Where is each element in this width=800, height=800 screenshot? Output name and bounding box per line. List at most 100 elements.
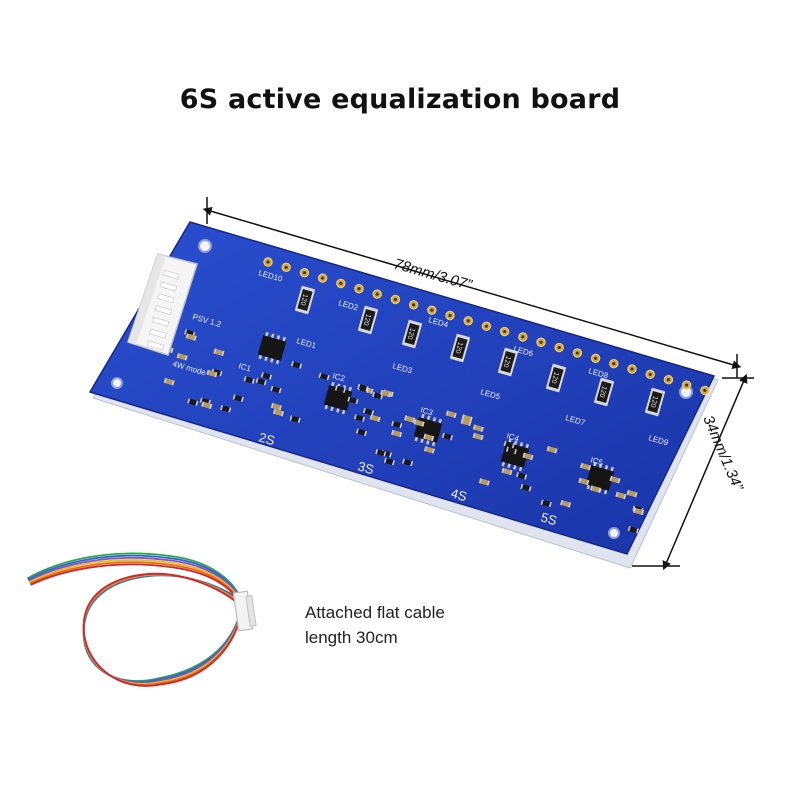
smd-part xyxy=(357,383,369,392)
ic-body xyxy=(585,465,615,491)
pad-hole xyxy=(575,351,580,355)
smd-body xyxy=(405,415,415,423)
smd-part xyxy=(232,394,244,402)
smd-end xyxy=(184,355,188,361)
smd-body xyxy=(442,433,452,441)
smd-part xyxy=(441,432,453,441)
mounting-hole xyxy=(608,527,620,539)
smd-part xyxy=(520,483,532,492)
smd-end xyxy=(270,385,274,392)
mounting-hole xyxy=(111,377,123,389)
cable-caption: Attached flat cable length 30cm xyxy=(305,600,445,650)
smd-end xyxy=(251,378,255,384)
smd-body xyxy=(517,472,527,480)
smd-body xyxy=(392,430,402,438)
smd-part xyxy=(633,507,645,516)
smd-end xyxy=(524,474,528,480)
pad-hole xyxy=(484,324,488,328)
pad-hole xyxy=(375,292,379,296)
smd-part xyxy=(402,458,414,467)
smd-part xyxy=(522,452,534,461)
smd-part xyxy=(472,432,484,441)
smd-end xyxy=(372,391,375,398)
smd-end xyxy=(413,419,417,425)
pad-hole xyxy=(393,297,397,302)
smd-part xyxy=(445,410,457,419)
smd-body xyxy=(579,477,589,485)
smd-end xyxy=(399,432,403,438)
pad-hole xyxy=(430,308,434,312)
smd-end xyxy=(402,458,405,464)
cell-label-2s: 2S xyxy=(257,429,277,448)
cable-connector xyxy=(232,590,257,632)
smd-body xyxy=(461,418,471,426)
smd-body xyxy=(358,384,368,392)
smd-end xyxy=(431,435,435,442)
smd-end xyxy=(270,402,274,409)
smd-part xyxy=(220,404,232,413)
smd-body xyxy=(590,485,601,493)
jst-pin-slot xyxy=(151,316,170,327)
smd-part xyxy=(413,419,425,427)
smd-end xyxy=(364,430,368,436)
smd-end xyxy=(357,383,361,390)
smd-end xyxy=(480,435,484,441)
flat-cable xyxy=(27,552,243,687)
resistor-marking: 120 xyxy=(550,371,560,384)
smd-part xyxy=(163,377,175,386)
pad-hole xyxy=(521,335,525,339)
smd-part xyxy=(334,385,346,393)
smd-end xyxy=(634,492,638,498)
smd-body xyxy=(616,491,626,499)
smd-part xyxy=(289,415,301,423)
resistor-body xyxy=(596,381,612,403)
smd-body xyxy=(202,401,212,409)
resistor-marking: 120 xyxy=(598,385,608,398)
pad-hole xyxy=(703,388,707,392)
smd-end xyxy=(383,451,387,457)
resistor: 120 xyxy=(545,363,567,393)
smd-part xyxy=(356,428,368,436)
smd-body xyxy=(348,396,358,404)
smd-body xyxy=(634,507,644,515)
smd-end xyxy=(289,415,293,421)
smd-part xyxy=(375,448,387,457)
smd-end xyxy=(278,405,282,411)
smd-end xyxy=(163,377,167,384)
smd-end xyxy=(383,457,387,463)
smd-body xyxy=(354,414,365,422)
smd-end xyxy=(423,433,427,439)
smd-body xyxy=(473,424,483,432)
smd-end xyxy=(380,394,384,400)
smd-end xyxy=(185,333,189,339)
smd-body xyxy=(521,484,531,492)
smd-body xyxy=(335,385,345,393)
smd-end xyxy=(617,478,621,484)
pad-hole xyxy=(302,271,306,275)
smd-body xyxy=(356,428,367,436)
smd-part xyxy=(187,398,199,406)
smd-end xyxy=(501,467,505,473)
smd-end xyxy=(209,403,213,410)
smd-end xyxy=(353,414,357,420)
smd-body xyxy=(290,415,300,423)
smd-end xyxy=(516,472,519,478)
smd-end xyxy=(214,372,218,378)
smd-end xyxy=(334,385,338,391)
smd-part xyxy=(589,485,601,493)
smd-end xyxy=(184,329,188,335)
smd-body xyxy=(271,386,281,394)
smd-body xyxy=(384,458,394,466)
smd-end xyxy=(554,448,558,454)
cell-label-3s: 3S xyxy=(356,458,376,477)
smd-body xyxy=(221,405,231,413)
smd-end xyxy=(391,420,395,426)
pad-hole xyxy=(666,378,671,382)
smd-part xyxy=(516,472,528,480)
smd-part xyxy=(626,489,638,498)
pad-hole xyxy=(357,287,361,291)
smd-end xyxy=(171,380,175,386)
resistor-body xyxy=(548,367,564,389)
smd-end xyxy=(432,448,435,454)
jst-pin-slot xyxy=(146,340,165,351)
